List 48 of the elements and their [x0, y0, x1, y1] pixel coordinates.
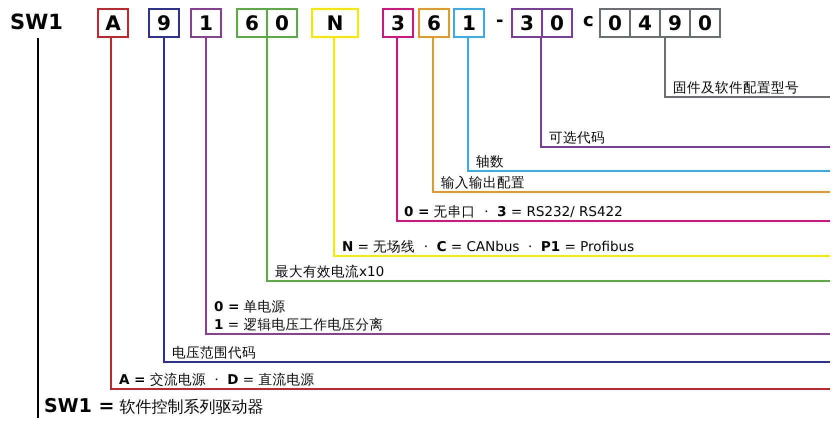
code-box — [311, 8, 359, 38]
description-text: 1 = 逻辑电压工作电压分离 — [214, 316, 384, 334]
leader-line — [664, 38, 831, 98]
code-character: 6 — [244, 10, 260, 36]
leader-line — [37, 38, 39, 418]
description-text: 轴数 — [476, 153, 505, 171]
description-text: 最大有效电流x10 — [275, 263, 386, 281]
code-character: 9 — [659, 10, 689, 36]
leader-line — [333, 38, 831, 257]
code-character: 0 — [689, 10, 719, 36]
description-text: 固件及软件配置型号 — [673, 79, 800, 97]
description-text: 输入输出配置 — [441, 174, 526, 192]
code-character: 1 — [198, 10, 214, 36]
code-box — [236, 8, 298, 38]
code-character: 0 — [541, 10, 571, 36]
code-character: 3 — [390, 10, 406, 36]
leader-line — [396, 38, 831, 222]
code-character: A — [104, 10, 122, 36]
series-code: SW1 — [10, 9, 63, 35]
code-box — [97, 8, 129, 38]
code-character: 3 — [519, 10, 535, 36]
code-box — [148, 8, 180, 38]
description-text: SW1 = 软件控制系列驱动器 — [44, 395, 264, 418]
description-text: 可选代码 — [549, 129, 606, 147]
code-character: 0 — [266, 10, 296, 36]
separator-mark: c — [583, 9, 594, 33]
description-text: 0 = 无串口 · 3 = RS232/ RS422 — [404, 203, 624, 221]
leader-line — [540, 38, 831, 148]
leader-line — [432, 38, 831, 193]
code-character: 1 — [461, 10, 477, 36]
code-box — [190, 8, 222, 38]
code-box — [511, 8, 573, 38]
code-box — [418, 8, 450, 38]
leader-line — [266, 38, 831, 282]
description-text: 0 = 单电源 — [214, 298, 287, 316]
description-text: A = 交流电源 · D = 直流电源 — [119, 371, 316, 389]
code-box — [453, 8, 485, 38]
code-character: 9 — [156, 10, 172, 36]
code-box — [382, 8, 414, 38]
code-character: N — [326, 10, 344, 36]
description-text: 电压范围代码 — [172, 344, 257, 362]
code-character: 6 — [426, 10, 442, 36]
description-text: N = 无场线 · C = CANbus · P1 = Profibus — [342, 238, 636, 256]
separator-mark: - — [496, 9, 504, 33]
code-box — [599, 8, 721, 38]
code-character: 0 — [607, 10, 623, 36]
code-character: 4 — [629, 10, 659, 36]
leader-line — [467, 38, 831, 172]
